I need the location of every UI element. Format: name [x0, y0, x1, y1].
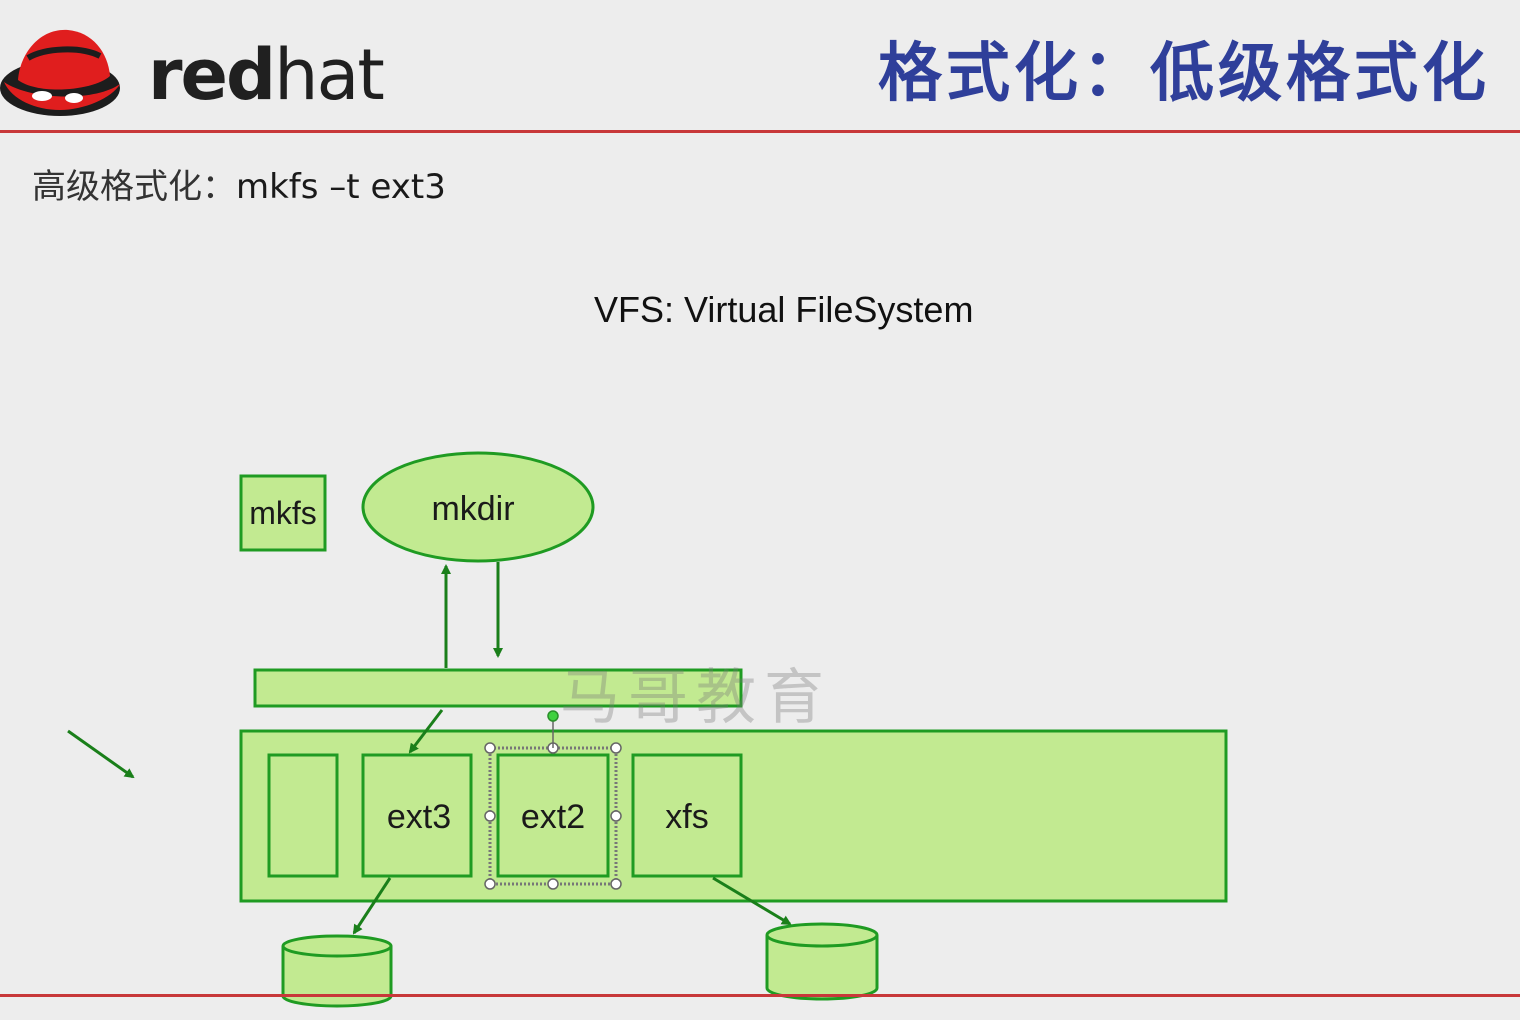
subtitle-command: mkfs –t ext3 — [236, 167, 446, 207]
bottom-divider — [0, 994, 1520, 997]
disk-left[interactable] — [281, 934, 393, 1008]
logo-text-red: red — [148, 34, 276, 116]
subtitle-prefix: 高级格式化： — [32, 167, 236, 207]
logo-text-hat: hat — [274, 34, 385, 116]
top-divider — [0, 130, 1520, 133]
mkdir-label: mkdir — [431, 490, 514, 528]
disk-right[interactable] — [765, 922, 879, 1001]
stray-arrow — [67, 729, 135, 779]
fs-box-xfs[interactable] — [631, 753, 743, 878]
subtitle: 高级格式化：mkfs –t ext3 — [32, 170, 446, 204]
arrow-xfs-to-disk — [712, 876, 792, 926]
selection-handles[interactable] — [484, 742, 622, 890]
arrow-ext3-to-disk — [352, 877, 392, 935]
redhat-logo-icon — [0, 29, 120, 116]
arrow-vfs-to-ext3 — [408, 709, 444, 754]
fs-box-ext3[interactable] — [361, 753, 473, 878]
vfs-heading: VFS: Virtual FileSystem — [594, 289, 974, 330]
redhat-wordmark: redhat — [148, 40, 385, 110]
fs-box-ext2[interactable] — [496, 753, 610, 878]
slide-title: 格式化：低级格式化 — [878, 37, 1490, 111]
mkfs-label: mkfs — [249, 495, 317, 531]
fs-label-ext3: ext3 — [387, 798, 451, 836]
vfs-bar[interactable] — [253, 668, 743, 708]
mkfs-box[interactable] — [239, 474, 327, 552]
fs-label-ext2: ext2 — [521, 798, 585, 836]
rotate-handle[interactable] — [547, 710, 559, 722]
fs-label-xfs: xfs — [665, 798, 708, 836]
watermark: 马哥教育 — [560, 663, 832, 733]
mkdir-ellipse[interactable] — [361, 451, 595, 563]
fs-empty-slot[interactable] — [267, 753, 339, 878]
